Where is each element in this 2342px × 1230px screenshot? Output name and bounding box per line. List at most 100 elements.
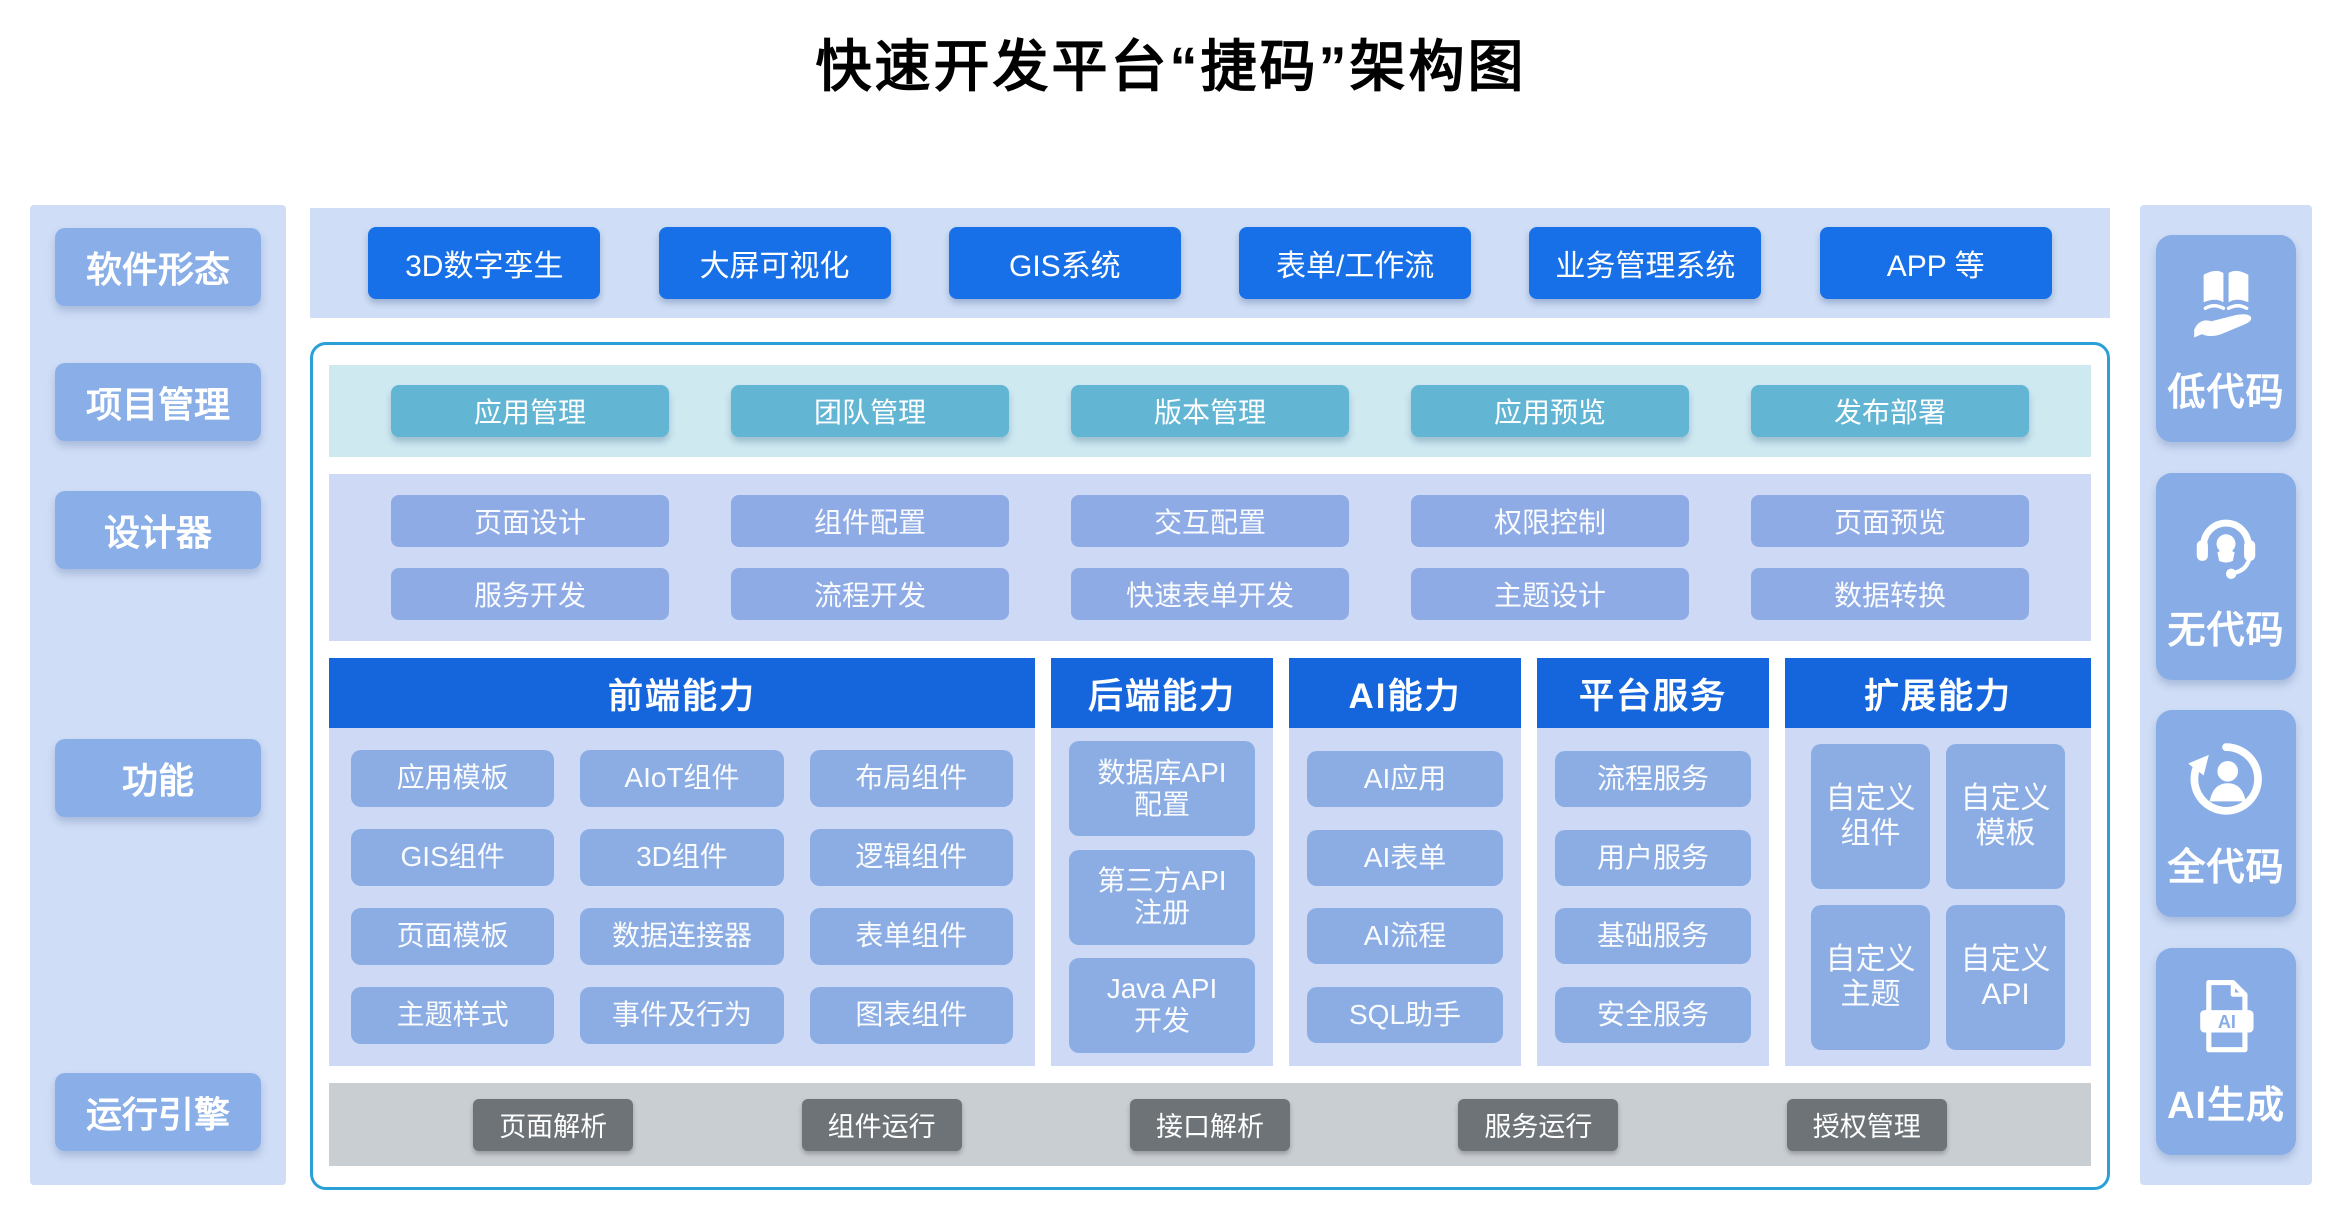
card-label: 低代码 xyxy=(2167,372,2285,415)
chip-flow-service: 流程服务 xyxy=(1555,750,1751,807)
chip-line: 自定义 xyxy=(1960,782,2051,815)
chip-flow-dev: 流程开发 xyxy=(731,568,1009,620)
card-no-code: 无代码 xyxy=(2156,472,2296,680)
chip-component-config: 组件配置 xyxy=(731,495,1009,547)
chip-line: 数据库API xyxy=(1097,756,1227,788)
right-sidebar: 低代码 无代码 全代码 xyxy=(2140,205,2312,1185)
chip-ai-flow: AI流程 xyxy=(1307,908,1503,965)
platform-items: 流程服务 用户服务 基础服务 安全服务 xyxy=(1537,728,1769,1066)
chip-sql-assistant: SQL助手 xyxy=(1307,987,1503,1044)
left-sidebar: 软件形态 项目管理 设计器 功能 运行引擎 xyxy=(30,205,286,1185)
chip-page-parse: 页面解析 xyxy=(473,1098,634,1151)
chip-line: 配置 xyxy=(1133,788,1190,820)
chip-big-screen-visualization: 大屏可视化 xyxy=(658,227,891,299)
chip-ai-app: AI应用 xyxy=(1307,750,1503,807)
capability-column-backend: 后端能力 数据库API 配置 第三方API 注册 Java API 开发 xyxy=(1051,658,1273,1066)
chip-interaction-config: 交互配置 xyxy=(1071,495,1349,547)
designer-row-2: 服务开发 流程开发 快速表单开发 主题设计 数据转换 xyxy=(329,568,2091,620)
runtime-engine-row: 页面解析 组件运行 接口解析 服务运行 授权管理 xyxy=(329,1083,2091,1166)
card-label: 无代码 xyxy=(2167,609,2285,652)
chip-thirdparty-api-register: 第三方API 注册 xyxy=(1069,849,1255,945)
capability-header-extension: 扩展能力 xyxy=(1785,658,2091,728)
sidebar-item-project-management: 项目管理 xyxy=(55,363,261,441)
ai-items: AI应用 AI表单 AI流程 SQL助手 xyxy=(1289,728,1521,1066)
chip-data-transform: 数据转换 xyxy=(1751,568,2029,620)
chip-authorization-management: 授权管理 xyxy=(1786,1098,1947,1151)
card-low-code: 低代码 xyxy=(2156,235,2296,443)
chip-theme-design: 主题设计 xyxy=(1411,568,1689,620)
chip-3d-digital-twin: 3D数字孪生 xyxy=(368,227,601,299)
chip-page-design: 页面设计 xyxy=(391,495,669,547)
svg-text:AI: AI xyxy=(2218,1012,2236,1032)
chip-api-parse: 接口解析 xyxy=(1129,1098,1290,1151)
chip-line: 自定义 xyxy=(1960,943,2051,976)
capabilities-row: 前端能力 应用模板 AIoT组件 布局组件 GIS组件 3D组件 逻辑组件 页面… xyxy=(329,658,2091,1066)
chip-logic-component: 逻辑组件 xyxy=(809,829,1013,886)
chip-basic-service: 基础服务 xyxy=(1555,908,1751,965)
chip-service-dev: 服务开发 xyxy=(391,568,669,620)
chip-ai-form: AI表单 xyxy=(1307,829,1503,886)
capability-header-frontend: 前端能力 xyxy=(329,658,1035,728)
card-ai-generate: AI AI生成 xyxy=(2156,947,2296,1155)
chip-business-management-system: 业务管理系统 xyxy=(1529,227,1762,299)
chip-page-preview: 页面预览 xyxy=(1751,495,2029,547)
chip-theme-style: 主题样式 xyxy=(351,987,555,1044)
sidebar-item-designer: 设计器 xyxy=(55,491,261,569)
chip-gis-component: GIS组件 xyxy=(351,829,555,886)
card-label: 全代码 xyxy=(2167,847,2285,890)
chip-line: Java API xyxy=(1106,973,1218,1005)
chip-custom-theme: 自定义 主题 xyxy=(1811,905,1930,1050)
chip-line: 自定义 xyxy=(1825,943,1916,976)
sidebar-item-software-form: 软件形态 xyxy=(55,228,261,306)
sidebar-item-runtime-engine: 运行引擎 xyxy=(55,1073,261,1151)
chip-3d-component: 3D组件 xyxy=(580,829,784,886)
book-on-hand-icon xyxy=(2194,271,2252,338)
chip-page-template: 页面模板 xyxy=(351,908,555,965)
chip-version-management: 版本管理 xyxy=(1071,385,1349,437)
chip-gis-system: GIS系统 xyxy=(948,227,1181,299)
capability-column-platform: 平台服务 流程服务 用户服务 基础服务 安全服务 xyxy=(1537,658,1769,1066)
person-refresh-icon xyxy=(2188,743,2262,815)
chip-app-etc: APP 等 xyxy=(1819,227,2052,299)
chip-security-service: 安全服务 xyxy=(1555,987,1751,1044)
capability-column-frontend: 前端能力 应用模板 AIoT组件 布局组件 GIS组件 3D组件 逻辑组件 页面… xyxy=(329,658,1035,1066)
ai-file-icon: AI xyxy=(2200,979,2254,1052)
project-management-row: 应用管理 团队管理 版本管理 应用预览 发布部署 xyxy=(329,365,2091,457)
chip-app-preview: 应用预览 xyxy=(1411,385,1689,437)
chip-custom-api: 自定义 API xyxy=(1946,905,2065,1050)
page-title: 快速开发平台“捷码”架构图 xyxy=(815,35,1527,98)
chip-app-template: 应用模板 xyxy=(351,750,555,807)
chip-form-component: 表单组件 xyxy=(809,908,1013,965)
chip-database-api-config: 数据库API 配置 xyxy=(1069,741,1255,837)
chip-team-management: 团队管理 xyxy=(731,385,1009,437)
capability-header-platform: 平台服务 xyxy=(1537,658,1769,728)
card-full-code: 全代码 xyxy=(2156,710,2296,918)
backend-items: 数据库API 配置 第三方API 注册 Java API 开发 xyxy=(1051,728,1273,1066)
chip-aiot-component: AIoT组件 xyxy=(580,750,784,807)
frontend-items: 应用模板 AIoT组件 布局组件 GIS组件 3D组件 逻辑组件 页面模板 数据… xyxy=(329,728,1035,1066)
headset-icon xyxy=(2196,519,2256,579)
chip-quick-form-dev: 快速表单开发 xyxy=(1071,568,1349,620)
chip-data-connector: 数据连接器 xyxy=(580,908,784,965)
capability-header-backend: 后端能力 xyxy=(1051,658,1273,728)
chip-form-workflow: 表单/工作流 xyxy=(1239,227,1472,299)
chip-event-behavior: 事件及行为 xyxy=(580,987,784,1044)
chip-line: 组件 xyxy=(1840,816,1901,850)
chip-service-run: 服务运行 xyxy=(1458,1098,1619,1151)
chip-line: 注册 xyxy=(1133,897,1190,928)
main-panel: 应用管理 团队管理 版本管理 应用预览 发布部署 页面设计 组件配置 交互配置 … xyxy=(310,342,2110,1190)
software-forms-row: 3D数字孪生 大屏可视化 GIS系统 表单/工作流 业务管理系统 APP 等 xyxy=(310,208,2110,318)
chip-user-service: 用户服务 xyxy=(1555,829,1751,886)
designer-rows: 页面设计 组件配置 交互配置 权限控制 页面预览 服务开发 流程开发 快速表单开… xyxy=(329,474,2091,641)
chip-app-management: 应用管理 xyxy=(391,385,669,437)
designer-row-1: 页面设计 组件配置 交互配置 权限控制 页面预览 xyxy=(329,495,2091,547)
chip-permission-control: 权限控制 xyxy=(1411,495,1689,547)
capability-header-ai: AI能力 xyxy=(1289,658,1521,728)
chip-line: 自定义 xyxy=(1825,782,1916,815)
capability-column-extension: 扩展能力 自定义 组件 自定义 模板 自定义 主题 自定义 xyxy=(1785,658,2091,1066)
chip-custom-template: 自定义 模板 xyxy=(1946,744,2065,889)
capability-column-ai: AI能力 AI应用 AI表单 AI流程 SQL助手 xyxy=(1289,658,1521,1066)
sidebar-item-function: 功能 xyxy=(55,739,261,817)
chip-line: 开发 xyxy=(1133,1005,1190,1037)
